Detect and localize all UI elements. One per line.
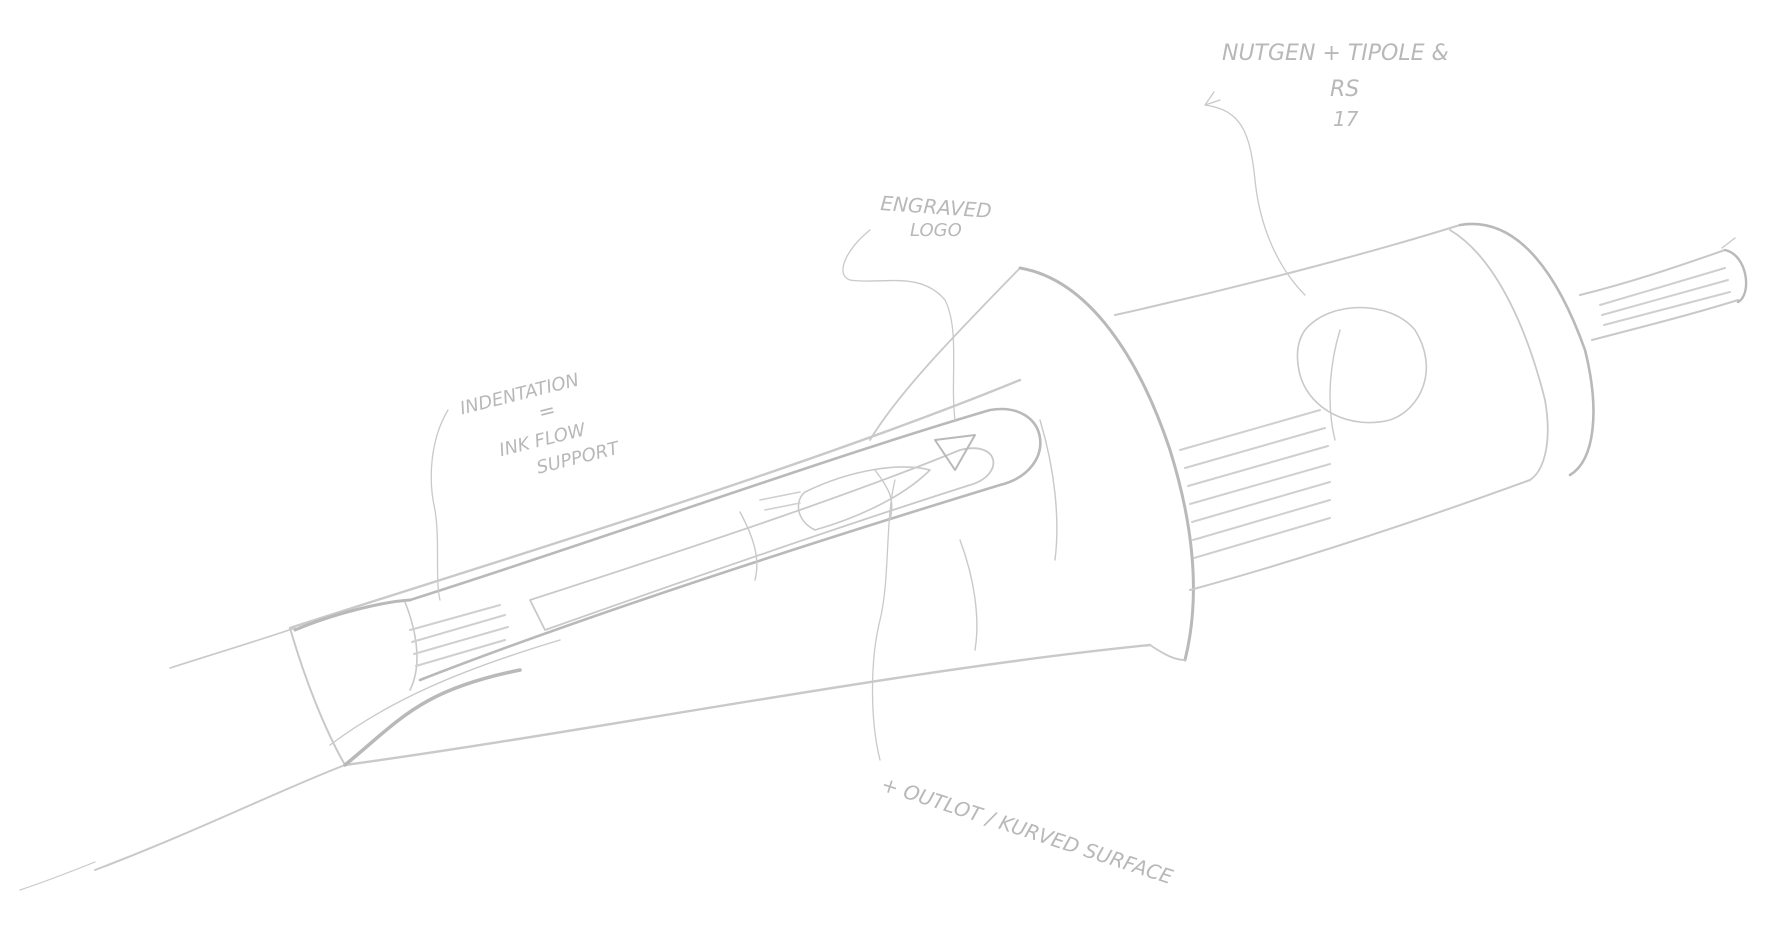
engraved-note-line2: LOGO (910, 220, 962, 241)
cap-cylinder (1114, 222, 1595, 591)
cap-ribs (1179, 409, 1331, 559)
grip-section (288, 378, 1152, 767)
end-spindle (1579, 237, 1748, 341)
nib-window (408, 407, 1042, 682)
engraved-logo-note: ENGRAVED LOGO (880, 191, 993, 241)
surface-note: + OUTLOT / KURVED SURFACE (878, 772, 1176, 889)
grip-hatching (409, 491, 801, 667)
indentation-note: INDENTATION = INK FLOW SUPPORT (458, 370, 623, 479)
surface-note-text: + OUTLOT / KURVED SURFACE (878, 772, 1176, 889)
indentation-note-line2: = (536, 397, 558, 424)
indentation-note-line1: INDENTATION (458, 370, 581, 420)
material-note: NUTGEN + TIPOLE & RS 17 (1222, 41, 1449, 131)
material-note-line3: 17 (1333, 107, 1359, 131)
barrel-outline (19, 627, 346, 891)
leader-lines (430, 91, 1306, 761)
engraved-note-line1: ENGRAVED (880, 191, 993, 223)
material-note-line1: NUTGEN + TIPOLE & (1222, 41, 1449, 66)
collar (869, 266, 1195, 662)
material-note-line2: RS (1330, 77, 1359, 102)
